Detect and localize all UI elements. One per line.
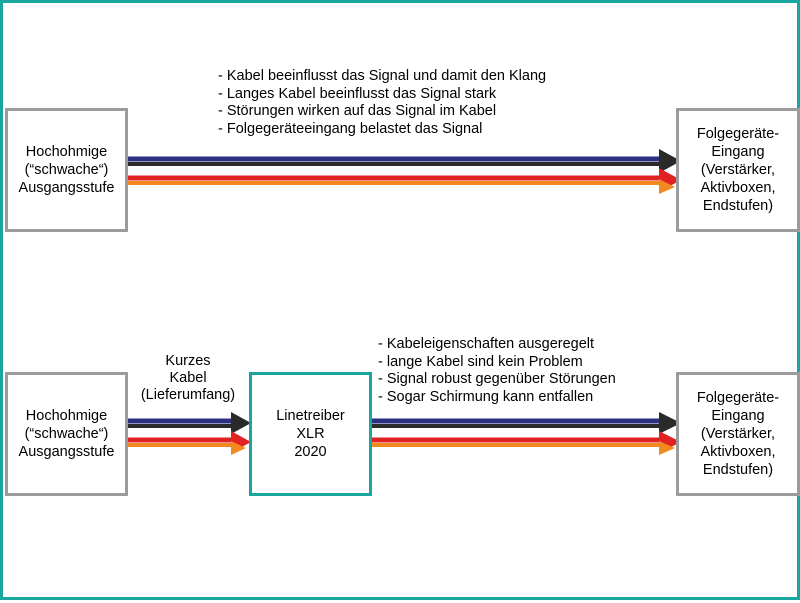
bottom-note-1: - Kabeleigenschaften ausgeregelt xyxy=(378,336,595,352)
bottom-note-2: - lange Kabel sind kein Problem xyxy=(378,353,583,370)
short-cable-label-line-2: Kabel xyxy=(169,370,207,386)
linetreiber-line-3: 2020 xyxy=(294,444,327,460)
bottom-notes: - Kabeleigenschaften ausgeregelt - lange… xyxy=(378,336,616,406)
bottom-source-line-1: Hochohmige xyxy=(25,408,108,424)
bottom-target-line-1: Folgegeräte- xyxy=(696,390,780,406)
top-target-line-4: Aktivboxen, xyxy=(700,180,776,196)
bottom-long-cable xyxy=(371,412,681,455)
bottom-short-cable xyxy=(127,412,251,455)
top-source-line-1: Hochohmige xyxy=(25,144,108,160)
short-cable-label-line-3: (Lieferumfang) xyxy=(140,387,236,403)
top-cable xyxy=(127,149,681,194)
bottom-target-line-5: Endstufen) xyxy=(702,462,774,478)
linetreiber-line-1: Linetreiber xyxy=(276,408,345,424)
bottom-source-box: Hochohmige (“schwache“) Ausgangsstufe xyxy=(5,372,128,496)
top-note-1: - Kabel beeinflusst das Signal und damit… xyxy=(218,68,547,84)
top-notes: - Kabel beeinflusst das Signal und damit… xyxy=(218,68,546,138)
bottom-target-line-3: (Verstärker, xyxy=(700,426,776,442)
top-target-line-5: Endstufen) xyxy=(702,198,774,214)
top-cable-signal-arrowhead xyxy=(659,149,681,173)
top-note-3: - Störungen wirken auf das Signal im Kab… xyxy=(218,103,497,119)
bottom-note-4: - Sogar Schirmung kann entfallen xyxy=(378,388,594,405)
long-cable-ground-arrowhead-orange xyxy=(659,441,675,455)
top-source-line-3: Ausgangsstufe xyxy=(18,180,115,196)
top-note-2: - Langes Kabel beeinflusst das Signal st… xyxy=(218,85,497,102)
long-cable-signal-arrowhead xyxy=(659,412,681,434)
bottom-source-line-2: (“schwache“) xyxy=(24,426,109,442)
top-cable-ground-arrowhead-orange xyxy=(659,179,675,194)
top-target-line-2: Eingang xyxy=(711,144,765,160)
short-cable-label: Kurzes Kabel (Lieferumfang) xyxy=(129,353,247,404)
bottom-target-box: Folgegeräte- Eingang (Verstärker, Aktivb… xyxy=(676,372,800,496)
top-target-line-3: (Verstärker, xyxy=(700,162,776,178)
bottom-note-3: - Signal robust gegenüber Störungen xyxy=(378,371,616,387)
bottom-target-line-4: Aktivboxen, xyxy=(700,444,776,460)
short-cable-ground-arrowhead-orange xyxy=(231,441,246,455)
bottom-source-line-3: Ausgangsstufe xyxy=(18,444,115,460)
bottom-target-line-2: Eingang xyxy=(711,408,765,424)
top-target-box: Folgegeräte- Eingang (Verstärker, Aktivb… xyxy=(676,108,800,232)
short-cable-signal-arrowhead xyxy=(231,412,251,434)
linetreiber-box: Linetreiber XLR 2020 xyxy=(249,372,372,496)
top-source-box: Hochohmige (“schwache“) Ausgangsstufe xyxy=(5,108,128,232)
linetreiber-line-2: XLR xyxy=(296,426,325,442)
short-cable-label-line-1: Kurzes xyxy=(165,353,211,369)
top-note-4: - Folgegeräteeingang belastet das Signal xyxy=(218,120,483,137)
top-source-line-2: (“schwache“) xyxy=(24,162,109,178)
cables-layer xyxy=(127,149,681,455)
top-target-line-1: Folgegeräte- xyxy=(696,126,780,142)
